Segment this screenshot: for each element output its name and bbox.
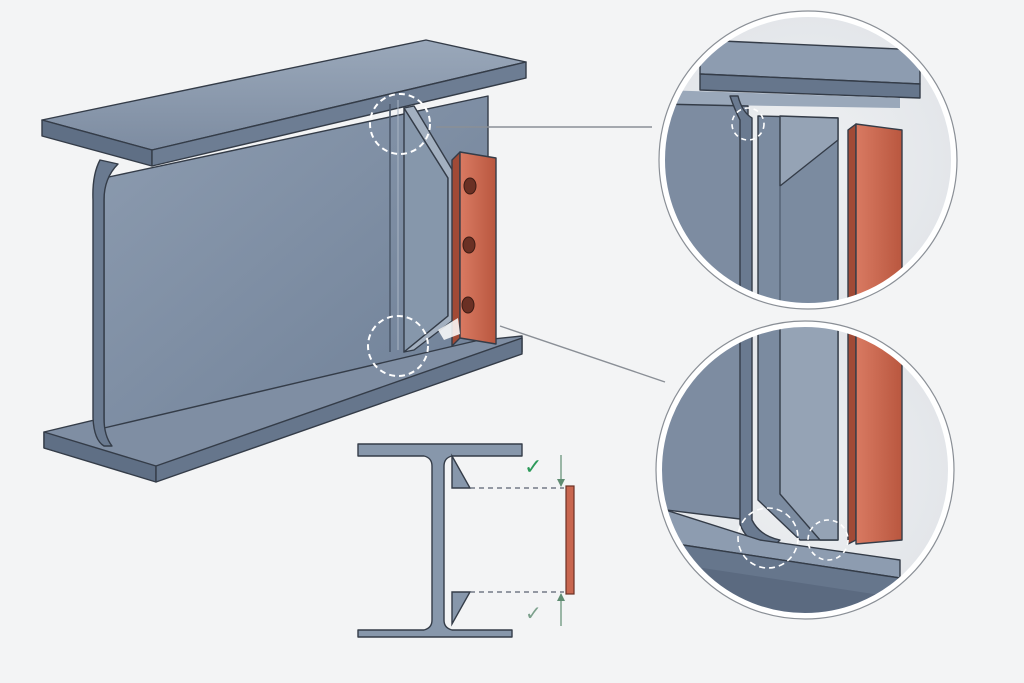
bolt-hole-top [463, 177, 477, 195]
section-stiffener-top [451, 453, 472, 489]
section-stiffener-bottom [451, 591, 472, 627]
bolt-hole-middle [462, 236, 476, 254]
detail-zoom-top [658, 10, 958, 310]
section-end-plate [565, 485, 575, 595]
stiffener-edge-face [403, 105, 457, 353]
detail-bottom-focus-circle-right [807, 519, 849, 561]
focus-circle-bottom [367, 315, 429, 377]
bottom-flange-side-face [155, 337, 523, 483]
bolt-hole-bottom [461, 296, 475, 314]
section-2d: ✓ ✓ [357, 443, 575, 638]
section-i-profile [357, 443, 523, 638]
check-icon: ✓ [524, 455, 542, 480]
detail-zoom-bottom [655, 320, 955, 620]
check-icon: ✓ [525, 601, 542, 625]
top-flange-side-face [151, 61, 527, 167]
gap-highlight [438, 318, 460, 340]
i-beam-3d [41, 39, 527, 483]
detail-bottom-focus-circle-left [737, 507, 799, 569]
end-plate-side [451, 151, 461, 347]
detail-top-focus-circle [731, 107, 765, 141]
focus-circle-top [369, 93, 431, 155]
web-end-profile [92, 159, 119, 447]
leader-line-bottom [499, 325, 666, 383]
end-plate-face [459, 151, 497, 345]
